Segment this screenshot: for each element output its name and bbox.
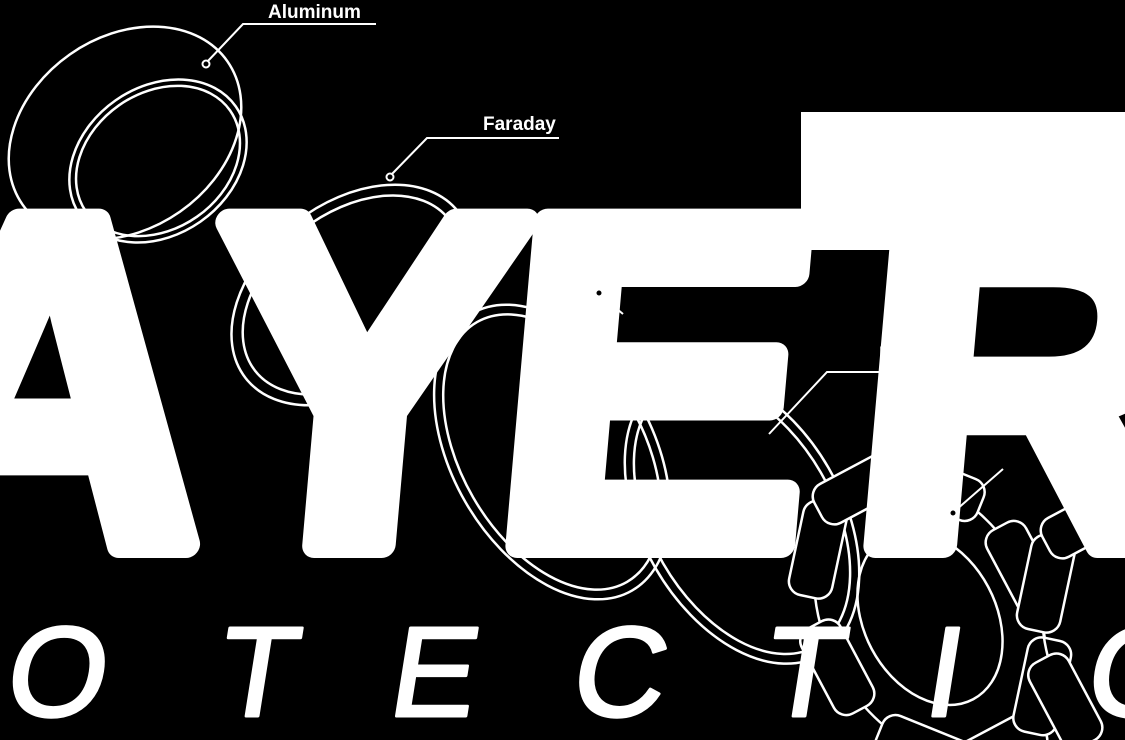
- mesh-link: [799, 618, 876, 717]
- aluminum-leader-line: [206, 23, 376, 63]
- callout-partial: F: [768, 344, 897, 435]
- big-letter-top-band: [801, 112, 1125, 250]
- big-letter-a: A: [0, 120, 237, 645]
- callout-aluminum: Aluminum: [201, 2, 376, 69]
- mesh-link: [886, 451, 986, 523]
- faraday-anchor-marker: [385, 172, 395, 182]
- mesh-ring-core-ellipse: [856, 529, 1004, 707]
- inner-cylinder-outer-ellipse: [432, 303, 672, 601]
- mesh-ring-secondary: [1015, 483, 1125, 740]
- aluminum-ring-rim-detail: [74, 84, 242, 238]
- center-leader-stub-down: [603, 297, 624, 315]
- center-anchor-marker: [594, 288, 604, 298]
- bottom-letter: O: [0, 601, 120, 740]
- big-word-fragment: A Y E R: [0, 107, 1125, 658]
- partial-label: F: [879, 344, 891, 365]
- faraday-cylinder-outline: [230, 183, 474, 407]
- callout-faraday: Faraday: [385, 114, 559, 182]
- inner-cylinder-inner-ellipse: [441, 313, 663, 591]
- hidden-anchor-marker: [948, 508, 958, 518]
- faraday-leader-line: [390, 137, 559, 176]
- mesh-link: [874, 713, 974, 740]
- inner-cylinder-outline: [432, 303, 672, 601]
- faraday-cylinder-inner-ellipse: [241, 194, 463, 396]
- big-letter-e: E: [478, 120, 837, 645]
- callout-hidden-center: [594, 275, 624, 315]
- big-letter-y: Y: [183, 120, 542, 645]
- aluminum-ring-inner-ellipse: [68, 78, 248, 244]
- mesh-link: [1027, 652, 1104, 740]
- aluminum-ring-outer-ellipse: [7, 25, 243, 241]
- aluminum-label: Aluminum: [268, 2, 361, 23]
- callout-hidden-right: [948, 468, 1004, 518]
- big-letter-r: R: [836, 120, 1125, 645]
- center-leader-stub-up: [602, 275, 616, 290]
- hidden-leader-line: [955, 468, 1004, 511]
- partial-leader-line: [768, 371, 897, 435]
- aluminum-ring-outline: [7, 25, 248, 244]
- faraday-label: Faraday: [483, 114, 556, 135]
- faraday-cylinder-outer-ellipse: [230, 183, 474, 407]
- mesh-link: [1039, 483, 1125, 560]
- aluminum-anchor-marker: [201, 59, 211, 69]
